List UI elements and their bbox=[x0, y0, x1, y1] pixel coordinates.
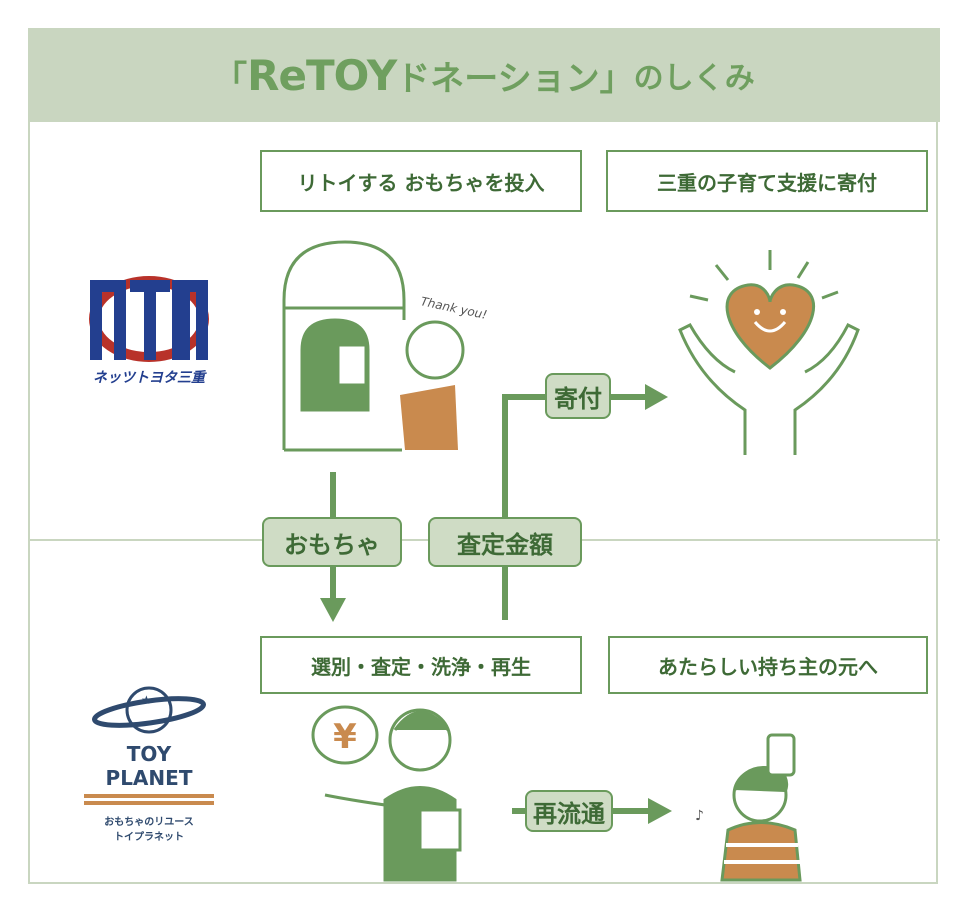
flow-label-recirculation: 再流通 bbox=[525, 790, 613, 832]
flow-label-appraisal: 査定金額 bbox=[428, 517, 582, 567]
svg-text:¥: ¥ bbox=[333, 717, 357, 757]
flow-label-donation: 寄付 bbox=[545, 373, 611, 419]
netz-toyota-logo: ネッツトヨタ三重 bbox=[84, 272, 214, 394]
step-donate: 三重の子育て支援に寄付 bbox=[606, 150, 928, 212]
page-title: 「 ReTOY ドネーション 」 のしくみ bbox=[28, 28, 940, 122]
svg-text:★: ★ bbox=[141, 693, 152, 707]
svg-text:Thank you!: Thank you! bbox=[419, 294, 488, 322]
staff-illustration: ¥ bbox=[311, 705, 462, 882]
step-new-owner: あたらしい持ち主の元へ bbox=[608, 636, 928, 694]
bracket-open: 「 bbox=[213, 58, 248, 99]
step-insert-toy: リトイする おもちゃを投入 bbox=[260, 150, 582, 212]
toy-planet-logo: ★ TOY PLANET おもちゃのリユース トイプラネット bbox=[84, 682, 214, 843]
bracket-close: 」 bbox=[599, 58, 634, 99]
toy-box-illustration bbox=[282, 240, 465, 452]
heart-hands-illustration bbox=[678, 250, 860, 455]
toy-planet-name: TOY PLANET bbox=[105, 742, 193, 790]
flow-label-toys: おもちゃ bbox=[262, 517, 402, 567]
child-illustration: ♪ bbox=[695, 733, 802, 882]
step-process: 選別・査定・洗浄・再生 bbox=[260, 636, 582, 694]
toy-planet-sub1: おもちゃのリユース bbox=[104, 817, 194, 828]
svg-text:ネッツトヨタ三重: ネッツトヨタ三重 bbox=[93, 370, 207, 386]
title-suffix: のしくみ bbox=[633, 61, 755, 96]
toy-planet-sub2: トイプラネット bbox=[114, 832, 184, 843]
title-text: ドネーション bbox=[396, 58, 600, 99]
svg-text:♪: ♪ bbox=[695, 808, 704, 824]
retoy-logo: ReTOY bbox=[247, 50, 397, 100]
